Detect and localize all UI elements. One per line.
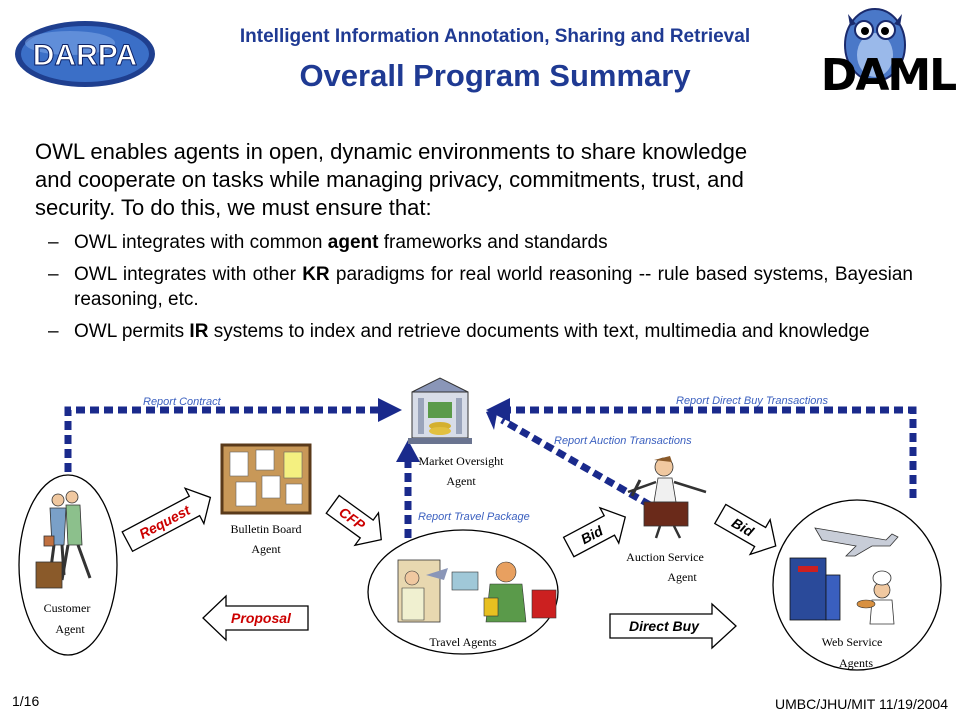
web-agents-label: Web Service [822,635,883,649]
page-number: 1/16 [12,693,40,709]
airplane-icon [814,527,899,557]
bullet-keyword: KR [302,264,330,285]
intro-line: and cooperate on tasks while managing pr… [35,167,744,192]
direct-buy-label: Direct Buy [629,618,700,634]
bullet-text: systems to index and retrieve documents … [208,321,870,342]
bullet-item: – OWL permits IR systems to index and re… [48,319,913,344]
market-agent-label: Market Oversight [419,454,505,468]
report-direct-buy-label: Report Direct Buy Transactions [676,395,829,407]
daml-logo-text: DAML [821,50,956,100]
auctioneer-icon [627,456,707,539]
bulletin-board-icon [220,443,312,515]
intro-paragraph: OWL enables agents in open, dynamic envi… [35,138,915,222]
report-auction-flow [486,408,652,509]
footer-credit: UMBC/JHU/MIT 11/19/2004 [775,696,948,712]
travel-agent-icon [397,559,557,623]
report-direct-buy-flow [486,398,917,498]
auction-agent-label: Agent [667,570,697,584]
bullet-item: – OWL integrates with other KR paradigms… [48,262,913,312]
bullet-dash: – [48,321,59,342]
agent-diagram: Report Contract Report Direct Buy Transa… [0,360,960,690]
market-agent-label: Agent [446,474,476,488]
darpa-logo-text: DARPA [33,39,137,72]
report-auction-label: Report Auction Transactions [554,435,692,447]
chef-icon [856,570,895,625]
intro-line: security. To do this, we must ensure tha… [35,195,432,220]
bid-left-arrow: Bid [562,506,627,558]
proposal-arrow: Proposal [202,594,309,642]
bullet-keyword: IR [189,321,209,342]
customer-agent [18,474,118,656]
proposal-label: Proposal [231,610,292,626]
bullet-text: OWL integrates with other [74,264,303,285]
auction-agent-label: Auction Service [626,550,704,564]
request-arrow: Request [121,487,212,553]
bullet-text: OWL permits [74,321,190,342]
customer-agent-label: Agent [55,622,85,636]
bullet-item: – OWL integrates with common agent frame… [48,230,913,255]
page-title: Overall Program Summary [299,58,691,93]
report-travel-flow [396,440,420,538]
report-contract-flow [64,398,402,472]
travelers-icon [35,490,92,589]
bullet-list: – OWL integrates with common agent frame… [48,230,913,351]
cfp-arrow: CFP [325,494,382,547]
darpa-logo: DARPA [10,18,160,90]
bullet-dash: – [48,264,59,285]
report-travel-label: Report Travel Package [418,511,530,523]
travel-agents [367,529,559,655]
bullet-text: frameworks and standards [378,232,608,253]
bulletin-agent-label: Agent [251,542,281,556]
hotel-icon [789,557,841,621]
bullet-text: OWL integrates with common [74,232,328,253]
bid-right-arrow: Bid [713,503,777,556]
direct-buy-arrow: Direct Buy [609,602,737,650]
web-service-agents [772,499,942,671]
intro-line: OWL enables agents in open, dynamic envi… [35,139,748,164]
travel-agents-label: Travel Agents [429,635,497,649]
web-agents-label: Agents [839,656,873,670]
report-contract-label: Report Contract [143,396,222,408]
customer-agent-label: Customer [44,601,91,615]
bullet-text: paradigms for real world reasoning -- ru… [74,264,913,310]
header-subtitle: Intelligent Information Annotation, Shar… [239,26,751,47]
bullet-keyword: agent [327,232,379,253]
bank-icon [408,377,472,444]
bullet-dash: – [48,232,59,253]
bulletin-agent-label: Bulletin Board [231,522,302,536]
daml-logo: DAML [820,0,958,101]
